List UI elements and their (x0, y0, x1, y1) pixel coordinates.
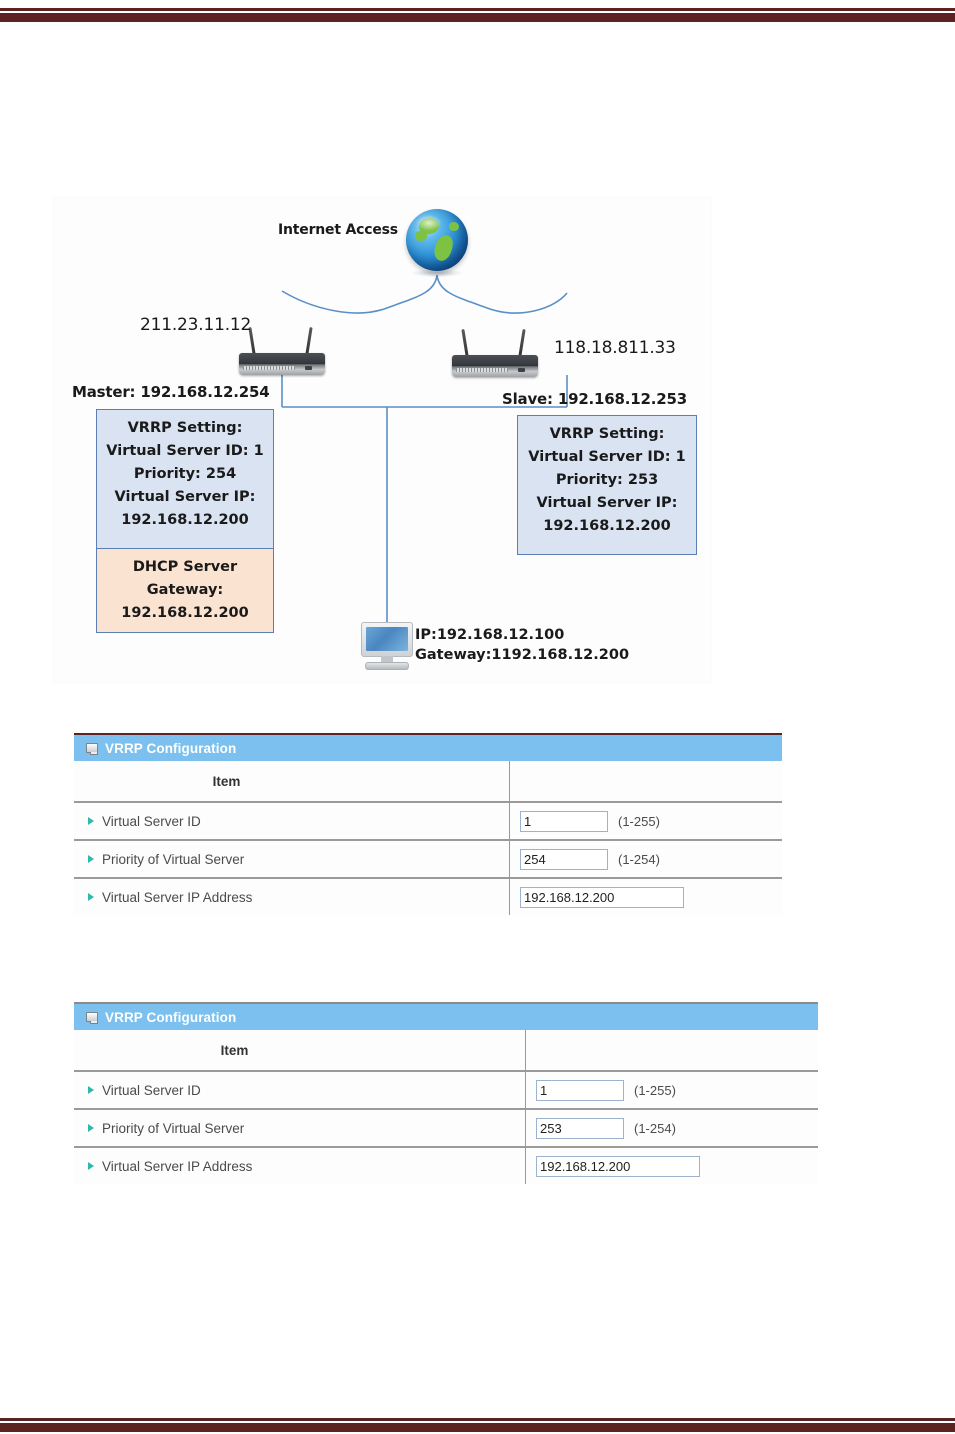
virtual-server-ip-input[interactable] (520, 886, 684, 908)
master-vrrp-line-4: Virtual Server IP: (114, 489, 256, 505)
bullet-arrow-icon (88, 855, 94, 863)
row-label-priority: Priority of Virtual Server (102, 851, 245, 867)
virtual-server-id-input[interactable] (536, 1079, 624, 1101)
window-icon (86, 743, 98, 755)
item-column-header: Item (212, 773, 241, 789)
window-icon (86, 1012, 98, 1024)
master-lan-ip-label: Master: 192.168.12.254 (72, 383, 270, 401)
slave-vrrp-line-5: 192.168.12.200 (543, 518, 671, 534)
dhcp-line-3: 192.168.12.200 (121, 605, 249, 621)
slave-vrrp-info-box: VRRP Setting: Virtual Server ID: 1 Prior… (517, 415, 697, 555)
master-vrrp-line-5: 192.168.12.200 (121, 512, 249, 528)
slave-vrrp-line-3: Priority: 253 (555, 472, 659, 488)
pc-ip-label: IP:192.168.12.100 (415, 627, 565, 643)
dhcp-line-2: Gateway: (146, 582, 224, 598)
virtual-server-id-input[interactable] (520, 810, 608, 832)
page-bottom-rule-thick (0, 1423, 955, 1432)
desktop-computer-icon (359, 622, 415, 672)
priority-input[interactable] (536, 1117, 624, 1139)
row-label-virtual-server-id: Virtual Server ID (102, 813, 201, 829)
bullet-arrow-icon (88, 1124, 94, 1132)
table-row: Virtual Server ID (1-255) (74, 1072, 818, 1110)
table-row: Priority of Virtual Server (1-254) (74, 1110, 818, 1148)
bullet-arrow-icon (88, 1086, 94, 1094)
priority-range-hint: (1-254) (634, 1120, 676, 1136)
master-vrrp-line-2: Virtual Server ID: 1 (106, 443, 264, 459)
master-vrrp-line-3: Priority: 254 (133, 466, 237, 482)
vrrp-config-master-header: VRRP Configuration (74, 733, 782, 761)
slave-vrrp-line-2: Virtual Server ID: 1 (528, 449, 686, 465)
wan-ip-slave-label: 118.18.811.33 (554, 338, 676, 358)
globe-icon (406, 209, 468, 271)
bullet-arrow-icon (88, 817, 94, 825)
vrrp-configuration-table-slave: VRRP Configuration Item Virtual Server I… (74, 1002, 818, 1184)
router-icon-slave (452, 328, 538, 377)
virtual-server-ip-input[interactable] (536, 1155, 700, 1177)
pc-network-labels: IP:192.168.12.100 Gateway:1192.168.12.20… (415, 625, 629, 665)
slave-vrrp-line-4: Virtual Server IP: (536, 495, 678, 511)
router-icon-master (239, 326, 325, 375)
vrrp-configuration-table-master: VRRP Configuration Item Virtual Server I… (74, 733, 782, 915)
row-label-virtual-server-id: Virtual Server ID (102, 1082, 201, 1098)
row-label-virtual-server-ip: Virtual Server IP Address (102, 1158, 253, 1174)
master-vrrp-info-box: VRRP Setting: Virtual Server ID: 1 Prior… (96, 409, 274, 549)
slave-lan-ip-label: Slave: 192.168.12.253 (502, 390, 687, 408)
vrrp-config-slave-header: VRRP Configuration (74, 1002, 818, 1030)
dhcp-line-1: DHCP Server (132, 559, 238, 575)
dhcp-server-info-box: DHCP Server Gateway: 192.168.12.200 (96, 549, 274, 633)
table-row: Virtual Server IP Address (74, 1148, 818, 1184)
page-bottom-rule-thin (0, 1418, 955, 1421)
bullet-arrow-icon (88, 893, 94, 901)
bullet-arrow-icon (88, 1162, 94, 1170)
row-label-priority: Priority of Virtual Server (102, 1120, 245, 1136)
slave-vrrp-line-1: VRRP Setting: (549, 426, 665, 442)
master-vrrp-line-1: VRRP Setting: (127, 420, 243, 436)
globe-shadow (411, 269, 463, 277)
row-label-virtual-server-ip: Virtual Server IP Address (102, 889, 253, 905)
table-row: Virtual Server IP Address (74, 879, 782, 915)
table-header-row: Item (74, 1030, 818, 1072)
page-top-rule-thin (0, 8, 955, 11)
internet-access-label: Internet Access (278, 222, 398, 238)
vrrp-config-master-title: VRRP Configuration (105, 740, 237, 756)
virtual-server-id-range-hint: (1-255) (634, 1082, 676, 1098)
network-topology-diagram: Internet Access 211.23.11.12 118.18.811.… (53, 196, 712, 684)
priority-input[interactable] (520, 848, 608, 870)
table-header-row: Item (74, 761, 782, 803)
virtual-server-id-range-hint: (1-255) (618, 813, 660, 829)
item-column-header: Item (220, 1042, 249, 1058)
topology-connection-lines (281, 274, 568, 624)
wan-ip-master-label: 211.23.11.12 (140, 315, 252, 335)
table-row: Virtual Server ID (1-255) (74, 803, 782, 841)
page-top-rule-thick (0, 13, 955, 22)
pc-gateway-label: Gateway:1192.168.12.200 (415, 647, 630, 663)
vrrp-config-slave-title: VRRP Configuration (105, 1009, 237, 1025)
priority-range-hint: (1-254) (618, 851, 660, 867)
table-row: Priority of Virtual Server (1-254) (74, 841, 782, 879)
